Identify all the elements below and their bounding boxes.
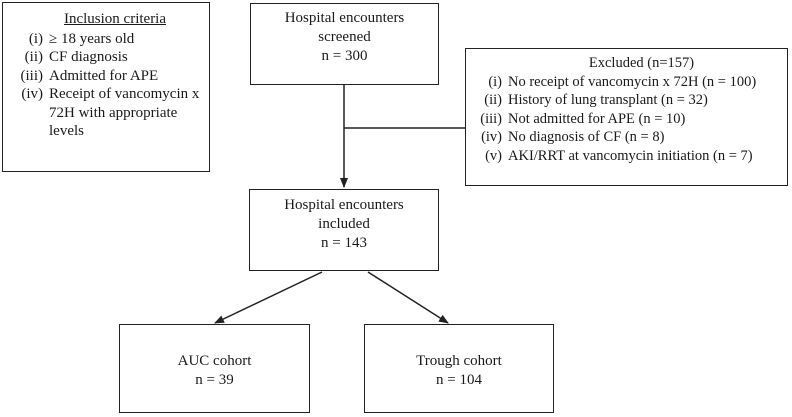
criterion-text: Admitted for APE [49,67,159,84]
criterion-number: (ii) [24,49,43,65]
reason-text: Not admitted for APE (n = 10) [508,110,686,127]
auc-cohort-count: n = 39 [195,372,234,388]
reason-text: No receipt of vancomycin x 72H (n = 100) [508,73,757,90]
trough-cohort-box: Trough cohort n = 104 [364,324,554,413]
inclusion-criterion: (iv) Receipt of vancomycin x 72H with ap… [9,85,203,141]
criterion-text: Receipt of vancomycin x 72H with appropr… [49,86,200,139]
excluded-box: Excluded (n=157) (i) No receipt of vanco… [465,48,788,186]
reason-number: (iii) [480,110,502,127]
criterion-text: ≥ 18 years old [49,30,135,47]
screened-label-line2: screened [318,29,371,45]
criterion-number: (i) [28,30,43,47]
inclusion-criterion: (iii) Admitted for APE [9,67,203,86]
inclusion-criteria-box: Inclusion criteria (i) ≥ 18 years old (i… [2,2,210,172]
included-label-line1: Hospital encounters [284,197,404,213]
reason-number: (ii) [484,92,502,108]
reason-number: (v) [485,147,502,164]
reason-number: (i) [488,73,502,90]
exclusion-reason: (i) No receipt of vancomycin x 72H (n = … [472,73,781,92]
screened-encounters-box: Hospital encounters screened n = 300 [250,3,439,85]
screened-count: n = 300 [321,48,368,64]
included-to-auc-arrow [214,271,323,324]
included-encounters-box: Hospital encounters included n = 143 [249,189,439,271]
included-to-trough-arrow [367,271,449,324]
included-label-line2: included [318,216,370,232]
exclusion-reason: (v) AKI/RRT at vancomycin initiation (n … [472,147,781,166]
included-count: n = 143 [321,235,367,251]
inclusion-criterion: (ii) CF diagnosis [9,48,203,67]
trough-cohort-count: n = 104 [436,372,482,388]
exclusion-reason: (ii) History of lung transplant (n = 32) [472,91,781,110]
reason-text: No diagnosis of CF (n = 8) [508,129,665,145]
inclusion-criterion: (i) ≥ 18 years old [9,30,203,49]
reason-text: AKI/RRT at vancomycin initiation (n = 7) [508,147,753,164]
screened-label-line1: Hospital encounters [284,10,405,26]
exclusion-reason: (iii) Not admitted for APE (n = 10) [472,110,781,129]
exclusion-reason: (iv) No diagnosis of CF (n = 8) [472,128,781,147]
reason-text: History of lung transplant (n = 32) [508,92,708,108]
excluded-title: Excluded (n=157) [588,55,695,71]
trough-cohort-label: Trough cohort [416,353,502,369]
auc-cohort-label: AUC cohort [177,353,252,369]
reason-number: (iv) [481,129,502,145]
criterion-number: (iii) [20,67,44,84]
criterion-text: CF diagnosis [49,49,128,65]
criterion-number: (iv) [21,86,43,102]
auc-cohort-box: AUC cohort n = 39 [119,324,310,413]
inclusion-criteria-title: Inclusion criteria [63,11,167,27]
